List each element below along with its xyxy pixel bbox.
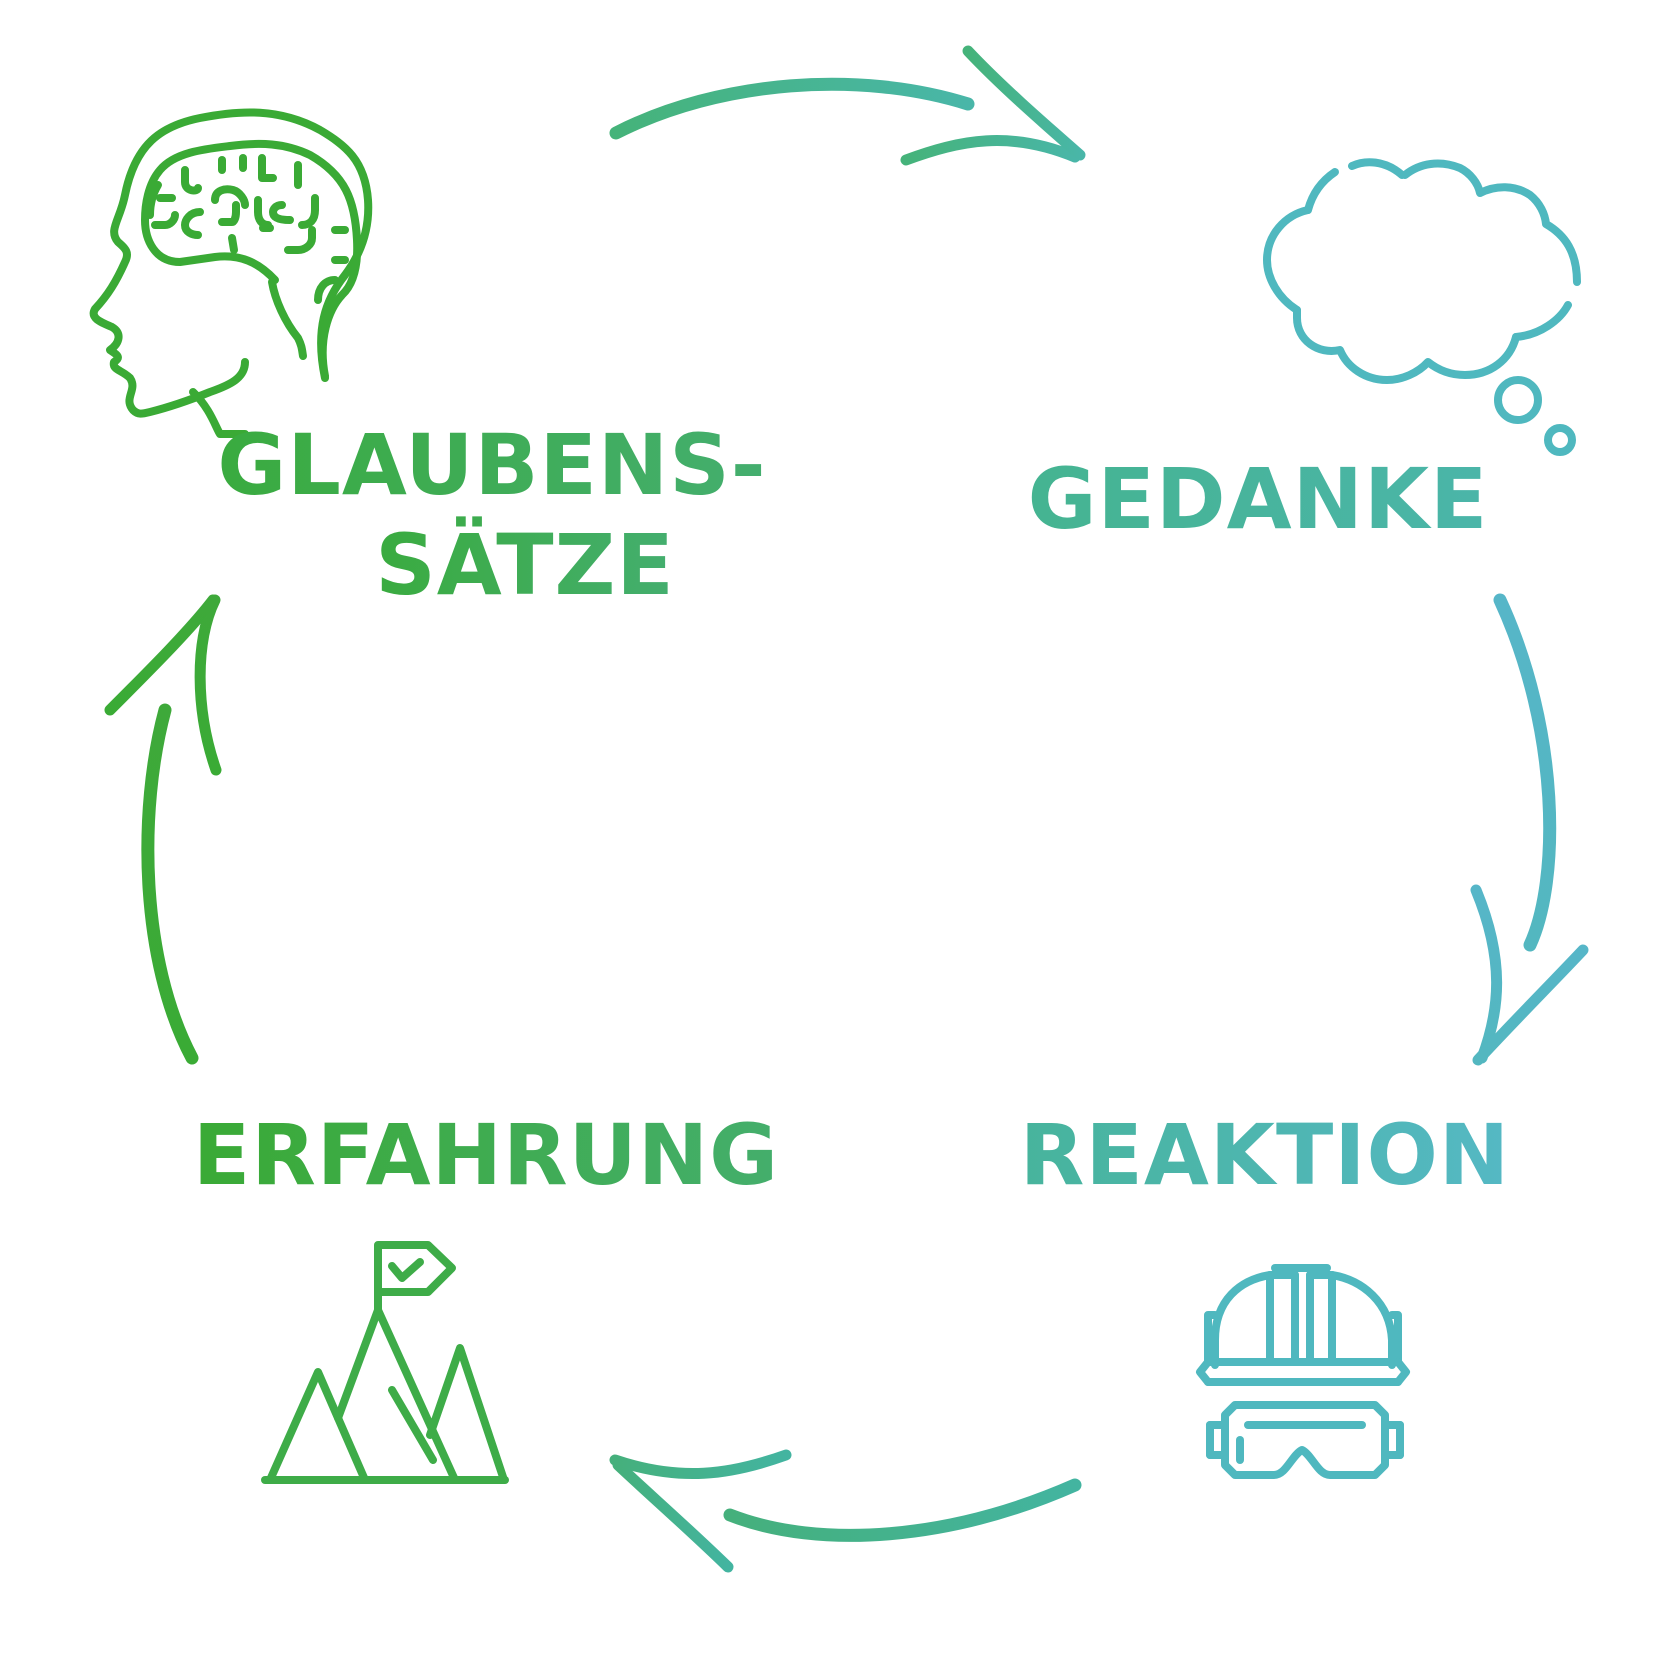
thought-label: GEDANKE <box>1028 450 1489 548</box>
arrow-experience-to-beliefs <box>104 594 222 1065</box>
helmet-goggles-icon <box>1196 1264 1410 1479</box>
reaction-label: REAKTION <box>1020 1106 1510 1204</box>
arrow-beliefs-to-thought <box>609 45 1086 166</box>
mountain-flag-icon <box>261 1241 509 1484</box>
beliefs-label-line1: GLAUBENS- <box>217 416 766 514</box>
arrow-thought-to-reaction <box>1470 593 1589 1066</box>
thought-cloud-icon <box>1263 158 1581 456</box>
beliefs-label-line2: SÄTZE <box>375 516 675 614</box>
head-brain-icon <box>89 108 373 438</box>
experience-label: ERFAHRUNG <box>193 1106 779 1204</box>
arrow-reaction-to-experience <box>609 1449 1082 1573</box>
